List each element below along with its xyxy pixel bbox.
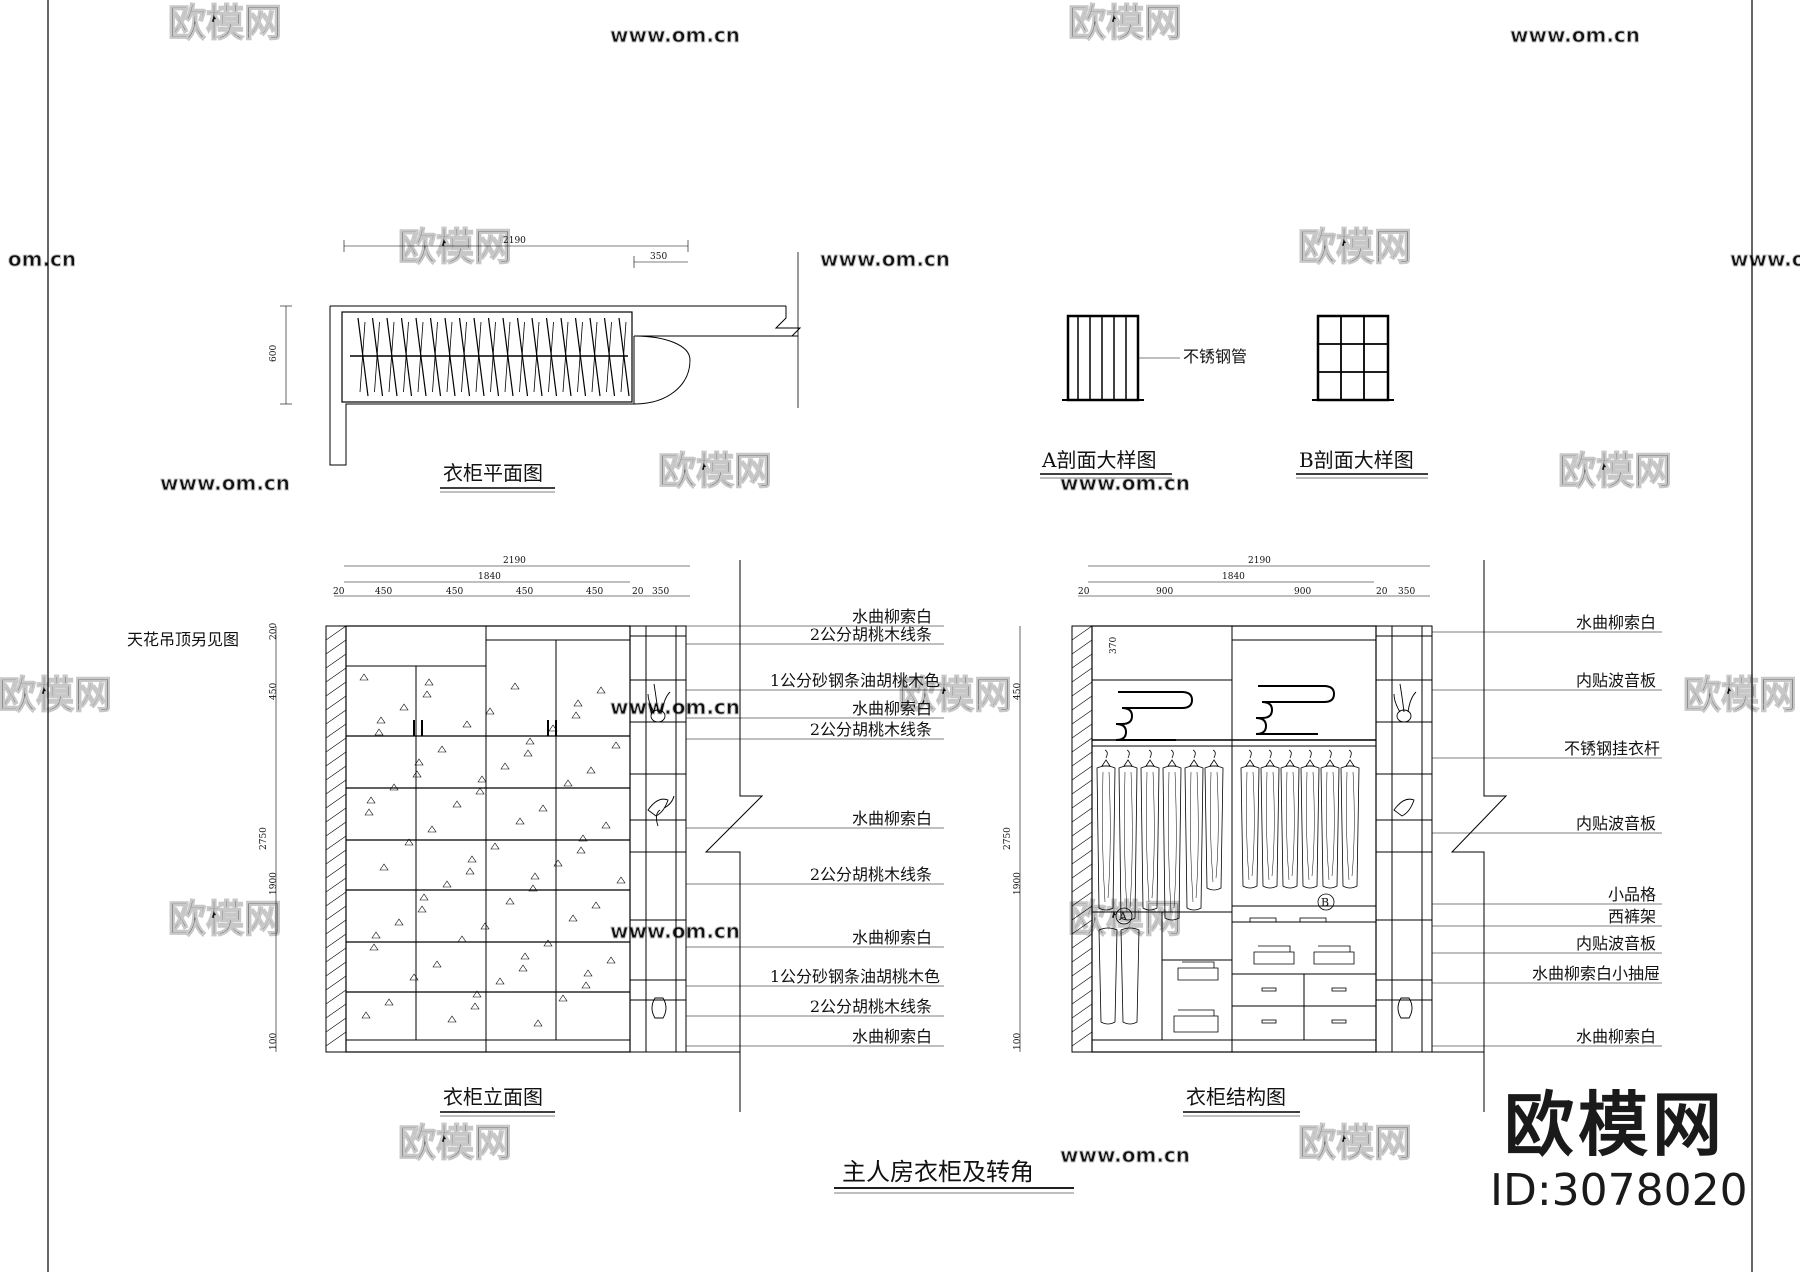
struct-callout: 不锈钢挂衣杆 <box>1564 739 1660 758</box>
watermark-brand: 欧模网 <box>1068 1 1182 45</box>
struct-callout: 水曲柳索白 <box>1576 613 1656 632</box>
struct-callout: 西裤架 <box>1608 907 1656 926</box>
elev-dim-side: 2750 <box>259 827 269 850</box>
struct-dim-seg: 900 <box>1156 587 1173 597</box>
watermark-brand: 欧模网 <box>898 673 1012 717</box>
watermark-layer: 欧模网欧模网欧模网欧模网欧模网欧模网欧模网欧模网欧模网欧模网欧模网欧模网欧模网w… <box>0 0 1800 1167</box>
elev-dim-side: 200 <box>269 623 279 640</box>
elev-dim-seg: 450 <box>586 587 603 597</box>
watermark-url: www.om.cn <box>1510 23 1640 47</box>
struct-dim-seg: 900 <box>1294 587 1311 597</box>
elev-callout: 1公分砂钢条油胡桃木色 <box>770 967 940 986</box>
elev-callout: 水曲柳索白 <box>852 607 932 626</box>
struct-dim-side: 370 <box>1109 637 1119 654</box>
elev-callout: 2公分胡桃木线条 <box>810 865 932 884</box>
watermark-url: www.om.cn <box>1060 1143 1190 1167</box>
watermark-url: www.om.cn <box>160 471 290 495</box>
watermark-brand: 欧模网 <box>1298 1121 1412 1165</box>
struct-dim-side: 450 <box>1013 683 1023 700</box>
elev-callout: 水曲柳索白 <box>852 699 932 718</box>
section-marker-a: A <box>1118 910 1128 923</box>
watermark-url: www.om.cn <box>610 919 740 943</box>
watermark-brand: 欧模网 <box>1558 449 1672 493</box>
wardrobe-structure-view <box>1019 560 1662 1112</box>
struct-dim-seg: 20 <box>1078 587 1090 597</box>
watermark-brand: 欧模网 <box>1683 673 1797 717</box>
watermark-brand: 欧模网 <box>0 673 112 717</box>
elev-dim-seg: 20 <box>333 587 345 597</box>
plan-dim-side: 350 <box>650 252 667 262</box>
elevation-title: 衣柜立面图 <box>443 1085 543 1109</box>
watermark-brand: 欧模网 <box>1068 897 1182 941</box>
watermark-url: www.om.cn <box>820 247 950 271</box>
elev-callout: 水曲柳索白 <box>852 809 932 828</box>
struct-callout: 内贴波音板 <box>1576 814 1656 833</box>
watermark-brand: 欧模网 <box>658 449 772 493</box>
struct-dim-seg: 20 <box>1376 587 1388 597</box>
logo-id: ID:3078020 <box>1490 1165 1748 1216</box>
struct-dim-total: 2190 <box>1248 556 1271 566</box>
ceiling-note: 天花吊顶另见图 <box>127 630 239 649</box>
section-b-title: B剖面大样图 <box>1299 448 1414 472</box>
elev-dim-total: 2190 <box>503 556 526 566</box>
structure-title: 衣柜结构图 <box>1186 1085 1286 1109</box>
site-logo: 欧模网 ID:3078020 <box>1490 1084 1748 1217</box>
section-b-detail <box>1312 314 1394 402</box>
watermark-brand: 欧模网 <box>168 897 282 941</box>
section-a-title: A剖面大样图 <box>1041 448 1156 472</box>
struct-callout: 水曲柳索白 <box>1576 1027 1656 1046</box>
section-a-detail <box>1062 314 1180 402</box>
struct-callout: 小品格 <box>1608 885 1656 904</box>
watermark-brand: 欧模网 <box>398 1121 512 1165</box>
struct-dim-seg: 350 <box>1398 587 1415 597</box>
elev-dim-seg: 350 <box>652 587 669 597</box>
elev-dim-seg: 450 <box>375 587 392 597</box>
watermark-brand: 欧模网 <box>398 225 512 269</box>
sheet-title: 主人房衣柜及转角 <box>842 1158 1034 1186</box>
watermark-url: www.om.cn <box>610 23 740 47</box>
plan-dim-total: 2190 <box>503 236 526 246</box>
plan-title: 衣柜平面图 <box>443 461 543 485</box>
elev-dim-side: 100 <box>269 1033 279 1050</box>
watermark-url: www.om.cn <box>610 695 740 719</box>
elev-dim-side: 1900 <box>269 872 279 895</box>
section-marker-b: B <box>1321 896 1329 909</box>
struct-callout: 内贴波音板 <box>1576 671 1656 690</box>
struct-dim-inner: 1840 <box>1222 572 1245 582</box>
struct-dim-side: 2750 <box>1003 827 1013 850</box>
struct-callout: 水曲柳索白小抽屉 <box>1532 964 1660 983</box>
elev-callout: 水曲柳索白 <box>852 928 932 947</box>
struct-callout: 内贴波音板 <box>1576 934 1656 953</box>
elev-dim-side: 450 <box>269 683 279 700</box>
section-material-label: 不锈钢管 <box>1183 347 1247 366</box>
elev-callout: 2公分胡桃木线条 <box>810 625 932 644</box>
elev-dim-inner: 1840 <box>478 572 501 582</box>
struct-dim-side: 100 <box>1013 1033 1023 1050</box>
struct-dim-side: 1900 <box>1013 872 1023 895</box>
wardrobe-elevation-view <box>275 560 944 1112</box>
elev-dim-seg: 20 <box>632 587 644 597</box>
watermark-url-short: om.cn <box>8 247 76 271</box>
elev-callout: 水曲柳索白 <box>852 1027 932 1046</box>
wardrobe-plan-view <box>280 240 802 466</box>
elev-callout: 1公分砂钢条油胡桃木色 <box>770 671 940 690</box>
plan-dim-depth: 600 <box>269 345 279 362</box>
elev-callout: 2公分胡桃木线条 <box>810 997 932 1016</box>
elev-callout: 2公分胡桃木线条 <box>810 720 932 739</box>
logo-brand: 欧模网 <box>1504 1084 1726 1166</box>
watermark-url: www.om.cn <box>1730 247 1800 271</box>
elev-dim-seg: 450 <box>516 587 533 597</box>
watermark-brand: 欧模网 <box>168 1 282 45</box>
elev-dim-seg: 450 <box>446 587 463 597</box>
watermark-brand: 欧模网 <box>1298 225 1412 269</box>
